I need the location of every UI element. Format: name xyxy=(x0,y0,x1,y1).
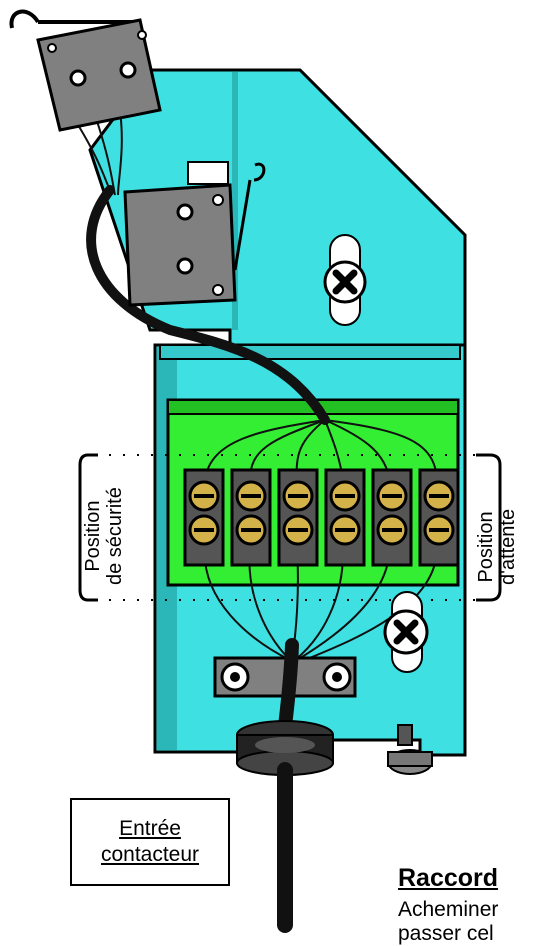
right-bracket xyxy=(476,453,502,602)
screw-icon xyxy=(323,234,367,326)
raccord-body: Acheminer passer cel xyxy=(398,898,498,946)
raccord-line1: Acheminer xyxy=(398,898,499,921)
terminal-block-icon xyxy=(230,468,272,567)
terminal-block-icon xyxy=(418,468,460,567)
screw-icon xyxy=(383,591,429,673)
switch-cable xyxy=(86,185,330,425)
entree-line2: contacteur xyxy=(100,843,200,866)
terminal-block-icon xyxy=(277,468,319,567)
terminal-block-icon xyxy=(371,468,413,567)
raccord-line2: passer cel xyxy=(398,922,494,945)
terminal-block-icon xyxy=(183,468,225,567)
terminal-block-row xyxy=(183,468,460,567)
left-bracket xyxy=(78,453,98,602)
micro-switch-icon xyxy=(9,9,162,132)
entree-line1: Entrée xyxy=(119,817,181,840)
terminal-block-icon xyxy=(324,468,366,567)
bolt-icon xyxy=(387,724,433,775)
micro-switch-icon xyxy=(123,161,266,307)
position-securite-label: Position de sécurité xyxy=(82,487,126,585)
raccord-title: Raccord xyxy=(398,864,499,892)
entree-contacteur-box: Entrée contacteur xyxy=(70,798,230,886)
position-attente-label: Position d'attente xyxy=(475,508,519,585)
